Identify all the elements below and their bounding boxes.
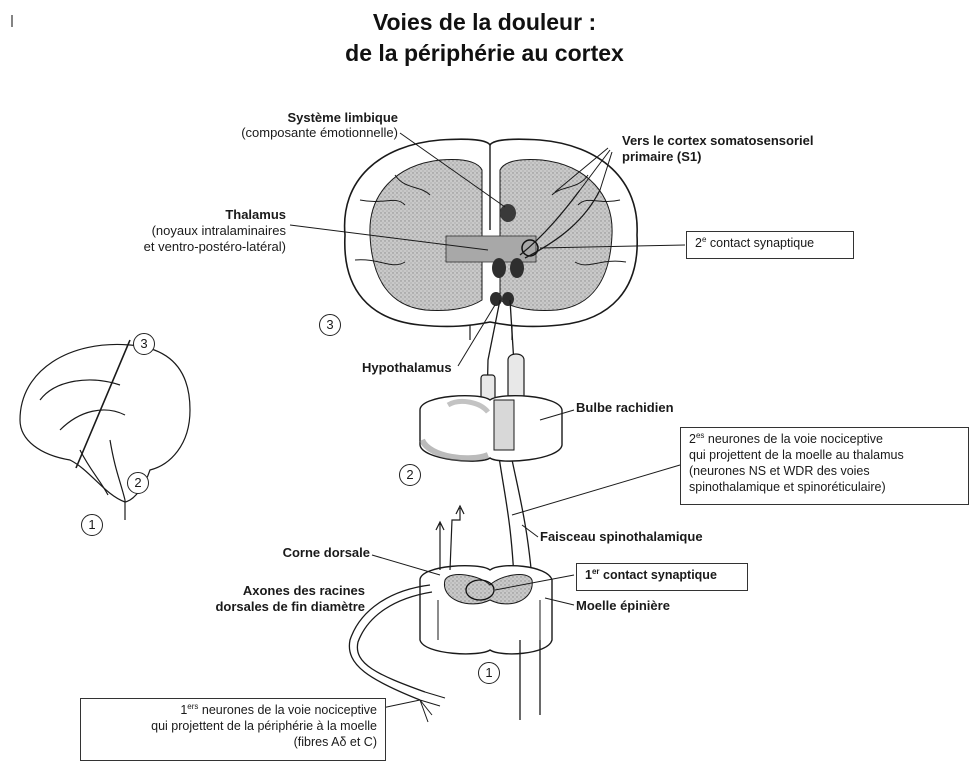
neurones2-line4: spinothalamique et spinoréticulaire) (689, 479, 960, 495)
neurones2-line2: qui projettent de la moelle au thalamus (689, 447, 960, 463)
label-axones-line2: dorsales de fin diamètre (140, 599, 365, 615)
contact2-num: 2 (695, 236, 702, 250)
neurones2-num: 2 (689, 432, 696, 446)
box-contact-synaptique-1: 1er contact synaptique (576, 563, 748, 591)
label-thalamus-sub2: et ventro-postéro-latéral) (100, 239, 286, 255)
neurones2-text1: neurones de la voie nociceptive (704, 432, 883, 446)
medulla-section (420, 396, 562, 461)
label-cortex-line2: primaire (S1) (622, 149, 701, 165)
box-neurones-2: 2es neurones de la voie nociceptive qui … (680, 427, 969, 505)
label-axones-line1: Axones des racines (180, 583, 365, 599)
label-thalamus-sub1: (noyaux intralaminaires (100, 223, 286, 239)
neurones1-line1: 1ers neurones de la voie nociceptive (89, 702, 377, 718)
marker-2-medulla: 2 (399, 464, 421, 486)
neurones2-line3: (neurones NS et WDR des voies (689, 463, 960, 479)
marker-1-spinal: 1 (478, 662, 500, 684)
title-line-2: de la périphérie au cortex (0, 38, 969, 68)
label-corne-dorsale: Corne dorsale (240, 545, 370, 561)
label-hypothalamus: Hypothalamus (362, 360, 452, 376)
brain-coronal-section (345, 139, 638, 340)
box-contact-synaptique-2: 2e contact synaptique (686, 231, 854, 259)
marker-3-coronal: 3 (319, 314, 341, 336)
label-cortex-line1: Vers le cortex somatosensoriel (622, 133, 813, 149)
label-faisceau-spinothalamique: Faisceau spinothalamique (540, 529, 703, 545)
spinal-cord-section (349, 506, 552, 722)
neurones1-line2: qui projettent de la périphérie à la moe… (89, 718, 377, 734)
marker-3-sagittal: 3 (133, 333, 155, 355)
label-bulbe-rachidien: Bulbe rachidien (576, 400, 674, 416)
label-thalamus: Thalamus (160, 207, 286, 223)
neurones1-line3: (fibres Aδ et C) (89, 734, 377, 750)
label-moelle-epiniere: Moelle épinière (576, 598, 670, 614)
contact1-text: contact synaptique (600, 568, 717, 582)
neurones1-sup: ers (187, 702, 198, 711)
title-line-1: Voies de la douleur : (0, 7, 969, 37)
contact1-num: 1 (585, 568, 592, 582)
neurones1-text1: neurones de la voie nociceptive (198, 703, 377, 717)
sagittal-brain-sketch (20, 340, 190, 520)
marker-2-sagittal: 2 (127, 472, 149, 494)
marker-1-sagittal: 1 (81, 514, 103, 536)
contact2-text: contact synaptique (706, 236, 814, 250)
box-neurones-1: 1ers neurones de la voie nociceptive qui… (80, 698, 386, 761)
label-systeme-limbique: Système limbique (250, 110, 398, 126)
neurones2-line1: 2es neurones de la voie nociceptive (689, 431, 960, 447)
contact1-sup: er (592, 567, 600, 576)
label-systeme-limbique-sub: (composante émotionnelle) (200, 125, 398, 141)
